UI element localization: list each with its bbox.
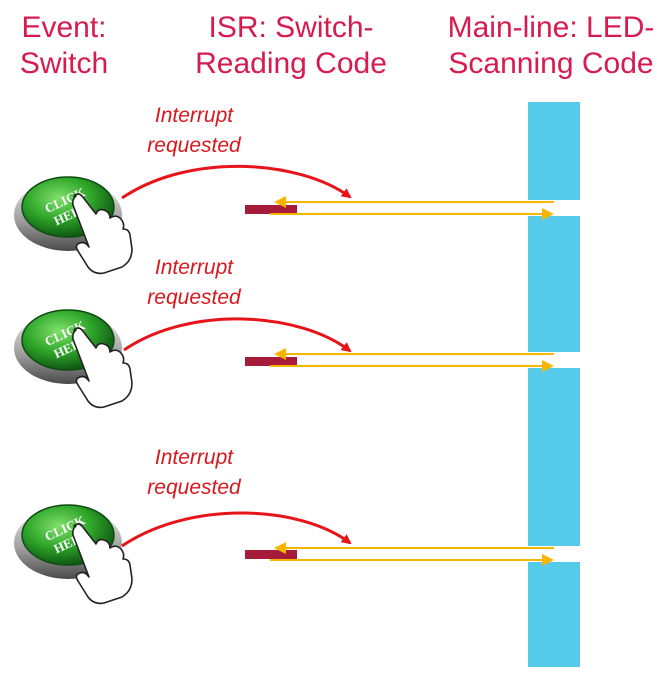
event-group-3: CLICK HERE Interrupt requested bbox=[14, 446, 554, 605]
header-line: ISR: Switch- bbox=[208, 11, 374, 44]
hand-pointer-icon bbox=[72, 327, 133, 409]
header-line: Reading Code bbox=[195, 47, 387, 80]
header-line: Switch bbox=[19, 47, 109, 80]
interrupt-arrow bbox=[123, 317, 352, 353]
interrupt-label: Interrupt bbox=[155, 256, 234, 279]
interrupt-label: requested bbox=[147, 476, 242, 499]
mainline-segment bbox=[528, 102, 580, 200]
mainline-segment bbox=[528, 368, 580, 546]
hand-pointer-icon bbox=[72, 523, 133, 605]
hand-pointer-icon bbox=[72, 193, 133, 275]
header-line: Main-line: LED- bbox=[447, 11, 655, 44]
interrupt-arrow bbox=[121, 164, 352, 200]
interrupt-arrow bbox=[121, 511, 352, 548]
isr-execution-bar bbox=[245, 550, 297, 559]
header-line: Event: bbox=[21, 11, 107, 44]
main-line-header: Main-line: LED- Scanning Code bbox=[440, 10, 662, 82]
interrupt-label: Interrupt bbox=[155, 104, 234, 127]
isr-header: ISR: Switch- Reading Code bbox=[180, 10, 402, 82]
mainline-segment bbox=[528, 562, 580, 667]
isr-execution-bar bbox=[245, 357, 297, 366]
isr-execution-bar bbox=[245, 205, 297, 214]
event-group-1: CLICK HERE Interrupt requested bbox=[14, 104, 554, 275]
mainline-segment bbox=[528, 216, 580, 352]
header-line: Scanning Code bbox=[448, 47, 654, 80]
event-switch-header: Event: Switch bbox=[0, 10, 128, 82]
interrupt-label: requested bbox=[147, 286, 242, 309]
interrupt-label: Interrupt bbox=[155, 446, 234, 469]
event-group-2: CLICK HERE Interrupt requested bbox=[14, 256, 554, 409]
interrupt-label: requested bbox=[147, 134, 242, 157]
